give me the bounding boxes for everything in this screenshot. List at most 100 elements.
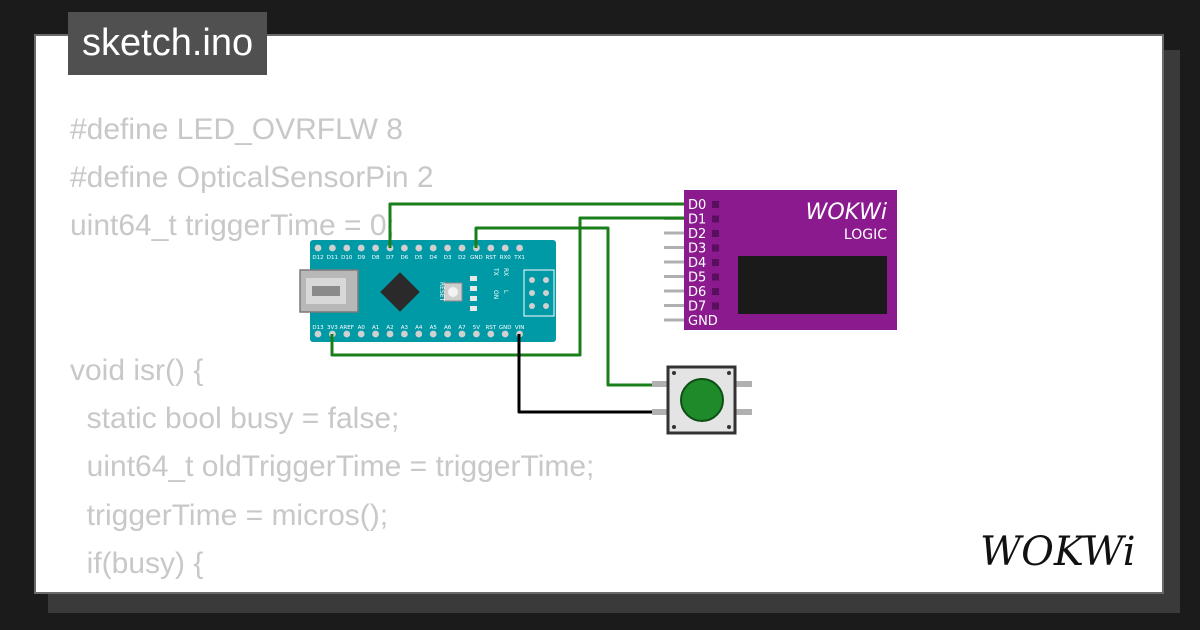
wire-gnd-button [517, 334, 652, 414]
logic-pin-label: D4 [688, 256, 706, 271]
logic-pin-label: D7 [688, 300, 706, 315]
nano-pin-label: GND [499, 325, 512, 331]
nano-pin-label: A1 [372, 325, 379, 331]
nano-pin-label: 5V [473, 325, 480, 331]
nano-pin[interactable] [401, 330, 408, 338]
logic-pin-label: D1 [688, 213, 706, 228]
nano-pin-label: A3 [401, 325, 409, 331]
nano-pin-label: D9 [357, 255, 365, 261]
nano-pin-label: D3 [444, 255, 452, 261]
nano-pin-label: D13 [312, 325, 324, 331]
nano-pin[interactable] [516, 244, 523, 252]
code-preview: #define LED_OVRFLW 8 #define OpticalSenso… [70, 106, 908, 592]
nano-pin[interactable] [343, 330, 351, 338]
logic-pin-lead[interactable] [664, 304, 684, 307]
logic-pin-label: D0 [688, 198, 706, 213]
logic-pin-lead[interactable] [664, 246, 684, 249]
nano-pin[interactable] [343, 244, 351, 252]
wire-d2-button [474, 226, 652, 387]
nano-pin-label: D7 [386, 255, 394, 261]
sketch-filename[interactable]: sketch.ino [68, 12, 268, 75]
nano-pin[interactable] [314, 244, 322, 252]
logic-pin-pad [712, 201, 719, 208]
nano-pin[interactable] [473, 330, 480, 338]
nano-pin-label: A0 [358, 325, 366, 331]
reset-button[interactable] [443, 282, 463, 302]
logic-pin-lead[interactable] [664, 289, 684, 293]
logic-pin-lead[interactable] [664, 275, 684, 278]
nano-pin-label: RST [485, 255, 496, 261]
pushbutton-icon[interactable] [652, 365, 752, 435]
nano-pin[interactable] [314, 330, 322, 338]
nano-pin[interactable] [429, 244, 437, 252]
nano-pin[interactable] [372, 244, 379, 252]
logic-pin-pad [712, 288, 719, 295]
logic-pin-label: D5 [688, 271, 706, 286]
nano-pin-label: D4 [429, 255, 437, 261]
code-line: #define OpticalSensorPin 2 [70, 161, 434, 195]
logic-pin-pad [712, 273, 719, 281]
logic-pin-label: D6 [688, 285, 706, 300]
logic-pin-label: D2 [688, 227, 706, 242]
nano-pin-label: A5 [430, 325, 438, 331]
nano-pin[interactable] [487, 244, 495, 252]
code-line: void isr() { [70, 353, 204, 387]
code-line: uint64_t triggerTime = 0; [70, 209, 395, 243]
nano-pin[interactable] [444, 244, 451, 252]
nano-pin[interactable] [386, 330, 394, 338]
nano-pin-label: D5 [415, 255, 423, 261]
logic-pin-pad [712, 230, 719, 237]
nano-pin[interactable] [487, 330, 495, 338]
tx-label: TX [492, 267, 499, 276]
code-line: #define LED_OVRFLW 8 [70, 113, 403, 146]
nano-pin-label: GND [470, 255, 483, 261]
logic-pin-pad [712, 259, 719, 266]
logic-analyzer-screen [738, 256, 887, 314]
nano-pin-label: D11 [327, 255, 338, 261]
nano-pin[interactable] [329, 244, 336, 252]
nano-pin[interactable] [501, 244, 509, 252]
nano-pin[interactable] [357, 330, 365, 338]
nano-pin[interactable] [415, 330, 423, 338]
l-label: L [502, 290, 509, 294]
nano-pin-label: A7 [458, 325, 466, 331]
nano-board [310, 240, 556, 342]
code-line: static bool busy = false; [70, 402, 400, 436]
led-on [470, 296, 477, 301]
wokwi-logo-icon[interactable]: WOKWi [980, 527, 1150, 577]
nano-pin[interactable] [429, 330, 437, 338]
reset-label: RESET [438, 282, 445, 302]
nano-pin[interactable] [401, 244, 408, 252]
nano-pin[interactable] [501, 330, 509, 338]
nano-pin-label: VIN [515, 325, 525, 331]
logic-subtitle: LOGIC [844, 227, 887, 243]
logic-pin-pad [712, 215, 719, 223]
nano-pin[interactable] [458, 244, 466, 252]
logic-pin-lead[interactable] [664, 318, 684, 322]
nano-pin-label: A2 [386, 325, 393, 331]
logic-pin-lead[interactable] [664, 231, 684, 235]
nano-pin[interactable] [444, 330, 451, 338]
nano-pin-label: D2 [458, 255, 466, 261]
led-rx [470, 286, 477, 291]
wire-d8-d0 [388, 202, 684, 248]
code-line: if(busy) { [70, 546, 204, 580]
logic-pin-pad [712, 302, 719, 310]
code-line: uint64_t oldTriggerTime = triggerTime; [70, 450, 595, 484]
wire-d13-d1 [330, 216, 684, 357]
nano-pin-label: RX0 [500, 255, 512, 261]
nano-pin-label: AREF [340, 325, 354, 331]
nano-pin[interactable] [372, 330, 379, 338]
on-label: ON [492, 290, 499, 299]
nano-pin[interactable] [357, 244, 365, 252]
logic-pin-lead[interactable] [664, 260, 684, 264]
nano-pin-label: D6 [401, 255, 409, 261]
nano-pin-label: D10 [341, 255, 353, 261]
logic-pin-label: D3 [688, 242, 706, 257]
nano-pin[interactable] [458, 330, 466, 338]
nano-pin-label: A4 [415, 325, 423, 331]
nano-pin[interactable] [415, 244, 423, 252]
